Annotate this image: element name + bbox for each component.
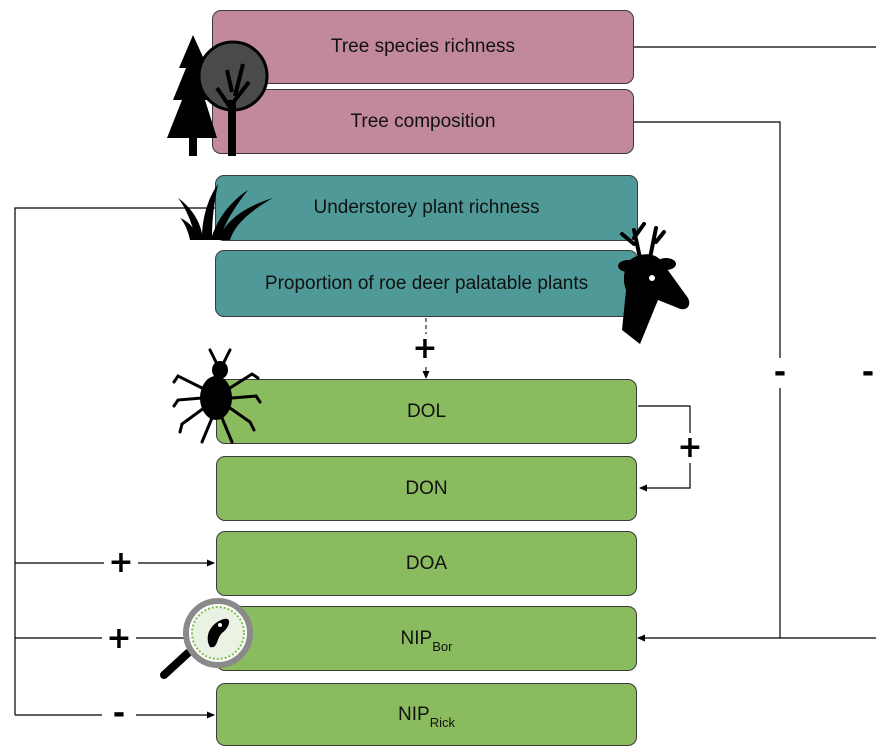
dol-label: DOL (406, 400, 447, 422)
dol-to-don-sign: + (675, 433, 705, 463)
tree-richness-box: Tree species richness (212, 10, 634, 84)
understorey-to-doa-sign: + (104, 548, 138, 578)
roe-deer-palatable-box: Proportion of roe deer palatable plants (215, 250, 638, 317)
tree-richness-label: Tree species richness (330, 36, 516, 57)
magnifier-bacteria-icon (160, 598, 253, 679)
understorey-bus-line (14, 207, 215, 715)
don-box: DON (216, 456, 637, 521)
understorey-to-nip-bor-sign: + (102, 624, 136, 654)
palatable-to-dol-sign: + (410, 334, 440, 364)
tree-composition-connector (634, 121, 781, 638)
tree-composition-box: Tree composition (212, 89, 634, 154)
tick-icon (172, 348, 262, 444)
nip-rick-label: NIPRick (398, 703, 455, 730)
tree-composition-label: Tree composition (350, 110, 496, 132)
doa-label: DOA (405, 552, 448, 574)
grass-icon (178, 184, 273, 240)
roe-deer-palatable-label: Proportion of roe deer palatable plants (264, 272, 589, 294)
nip-bor-label: NIPBor (400, 627, 453, 654)
tree-composition-sign: - (765, 358, 795, 388)
nip-bor-box: NIPBor (216, 606, 637, 671)
tree-richness-sign: - (860, 358, 876, 388)
nip-rick-box: NIPRick (216, 683, 637, 746)
understorey-richness-label: Understorey plant richness (313, 197, 540, 218)
understorey-richness-box: Understorey plant richness (215, 175, 638, 241)
don-label: DON (405, 477, 448, 499)
doa-box: DOA (216, 531, 637, 596)
dol-box: DOL (216, 379, 637, 444)
tree-icon (167, 35, 269, 156)
understorey-to-nip-rick-sign: - (102, 699, 136, 729)
roe-deer-icon (618, 222, 690, 344)
